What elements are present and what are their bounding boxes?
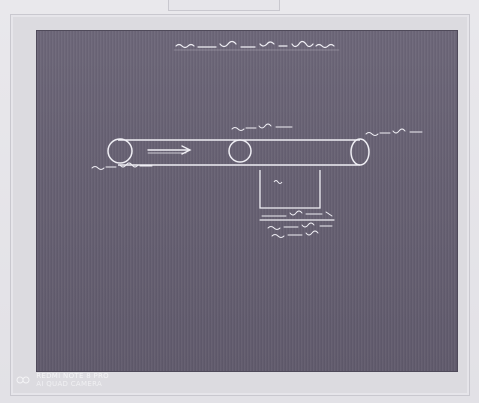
handwritten-conveyor-sketch bbox=[91, 40, 423, 238]
camera-watermark: REDMI NOTE 8 PRO AI QUAD CAMERA bbox=[16, 372, 109, 388]
label-under-hopper-scribble bbox=[259, 210, 335, 238]
label-middle-idler-scribble bbox=[231, 123, 293, 131]
head-pulley bbox=[350, 138, 370, 166]
watermark-device-name: REDMI NOTE 8 PRO bbox=[36, 372, 109, 380]
sketch-title-scribble bbox=[173, 40, 340, 51]
middle-idler bbox=[228, 139, 252, 163]
label-tail-pulley-scribble bbox=[91, 162, 153, 170]
hopper-box bbox=[259, 170, 321, 209]
projected-whiteboard-screen bbox=[36, 30, 458, 372]
camera-lens-icon bbox=[16, 376, 30, 384]
monitor-top-edge bbox=[168, 0, 280, 11]
label-head-pulley-scribble bbox=[365, 128, 423, 136]
tail-pulley bbox=[107, 138, 133, 164]
watermark-camera-label: AI QUAD CAMERA bbox=[36, 380, 103, 388]
direction-arrow bbox=[147, 145, 192, 155]
